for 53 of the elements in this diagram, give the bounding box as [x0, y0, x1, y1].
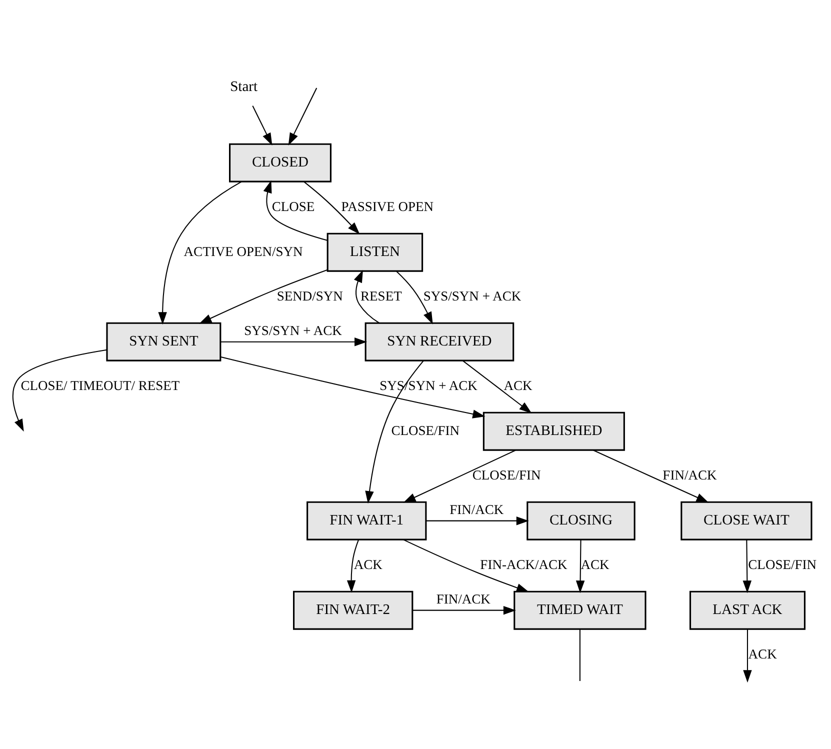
arrow — [12, 348, 107, 432]
arrow — [403, 538, 529, 592]
arrow — [220, 336, 368, 346]
edge-label: FIN/ACK — [436, 590, 490, 606]
edge-label: ACK — [748, 646, 777, 662]
node-box: LISTEN — [326, 232, 424, 272]
arrow — [426, 516, 529, 525]
node-box: LAST ACK — [689, 590, 806, 630]
arrow — [220, 356, 486, 418]
arrow — [158, 180, 242, 324]
arrow — [252, 105, 272, 145]
edge-label: CLOSE/FIN — [391, 422, 460, 438]
arrow — [742, 539, 752, 593]
edge-label: ACK — [504, 378, 532, 393]
node-box: CLOSE WAIT — [680, 500, 812, 540]
arrow — [288, 87, 318, 145]
edge-label: CLOSE — [272, 198, 315, 214]
edge-label: ACTIVE OPEN/SYN — [184, 243, 303, 258]
edge-label: PASSIVE OPEN — [341, 198, 434, 214]
arrow — [263, 180, 328, 240]
connector — [579, 628, 580, 680]
edge-label: SYS/SYN + ACK — [244, 322, 342, 338]
node-box: SYN RECEIVED — [364, 322, 514, 361]
node-text: Start — [230, 78, 258, 94]
arrow — [412, 605, 516, 614]
edge-label: SYS/SYN + ACK — [423, 288, 522, 304]
arrow — [743, 628, 752, 682]
node-box: TIMED WAIT — [514, 590, 646, 630]
node-box: SYN SENT — [106, 322, 222, 361]
arrow — [403, 449, 516, 502]
arrow — [365, 360, 424, 504]
arrow — [304, 180, 360, 234]
edge-label: CLOSE/FIN — [472, 467, 541, 482]
edge-label: ACK — [354, 556, 382, 572]
edge-label: SEND/SYN — [276, 288, 343, 304]
arrow — [199, 268, 328, 324]
arrow — [354, 269, 380, 323]
arrow — [576, 539, 585, 593]
arrow — [396, 270, 433, 324]
node-box: FIN WAIT-1 — [306, 500, 427, 540]
arrow — [593, 449, 709, 502]
arrow — [346, 538, 360, 592]
node-box: CLOSING — [526, 500, 636, 540]
edge-label: CLOSE/ TIMEOUT/ RESET — [20, 378, 180, 393]
node-box: ESTABLISHED — [482, 411, 625, 450]
edge-label: FIN-ACK/ACK — [480, 556, 568, 572]
edge-label: FIN/ACK — [662, 467, 717, 482]
edge-label: RESET — [360, 288, 402, 304]
node-box: FIN WAIT-2 — [293, 590, 414, 630]
edge-label: FIN/ACK — [450, 501, 504, 516]
node-box: CLOSED — [229, 142, 332, 182]
arrow — [462, 360, 532, 413]
edge-label: CLOSE/FIN — [748, 556, 817, 572]
